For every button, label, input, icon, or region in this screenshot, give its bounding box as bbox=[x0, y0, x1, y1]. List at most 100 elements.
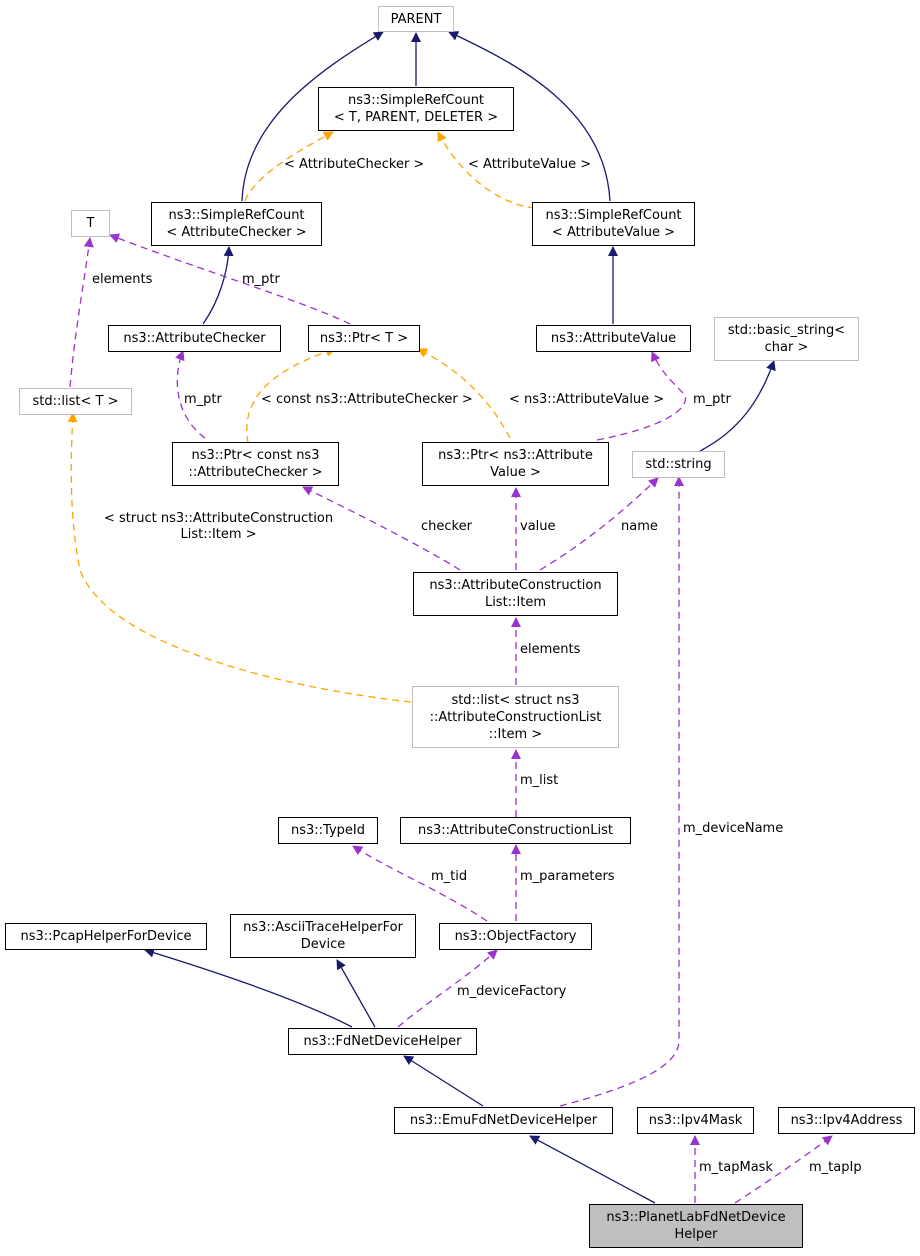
node-line: < AttributeChecker > bbox=[166, 225, 307, 240]
edge-objectfactory-mtid bbox=[352, 845, 488, 922]
edge-label-name: name bbox=[621, 519, 658, 534]
node-ascii-helper[interactable]: ns3::AsciiTraceHelperFor Device bbox=[230, 914, 416, 958]
node-simplerefcount-tpl[interactable]: ns3::SimpleRefCount < T, PARENT, DELETER… bbox=[318, 87, 514, 131]
edge-label-attribute-value-tpl: < AttributeValue > bbox=[468, 157, 592, 172]
node-t: T bbox=[71, 210, 110, 237]
edge-string-to-basicstring bbox=[699, 360, 776, 452]
edge-label-line: List::Item > bbox=[180, 527, 257, 542]
node-attribute-value[interactable]: ns3::AttributeValue bbox=[536, 325, 691, 352]
edge-label-value-tpl: < ns3::AttributeValue > bbox=[509, 392, 665, 407]
edge-fdhelper-mdevicefactory bbox=[397, 949, 498, 1028]
node-std-list-t: std::list< T > bbox=[19, 388, 132, 415]
node-ipv4mask[interactable]: ns3::Ipv4Mask bbox=[637, 1107, 754, 1134]
node-object-factory[interactable]: ns3::ObjectFactory bbox=[439, 923, 592, 950]
node-line: ns3::SimpleRefCount bbox=[545, 208, 682, 223]
node-line: std::basic_string< bbox=[727, 323, 846, 338]
node-emu-helper-label: ns3::EmuFdNetDeviceHelper bbox=[409, 1113, 598, 1128]
edge-planetlab-to-emu bbox=[529, 1135, 656, 1204]
edge-ptrchecker-tpl bbox=[246, 347, 336, 444]
node-parent: PARENT bbox=[378, 6, 454, 32]
node-attribute-checker[interactable]: ns3::AttributeChecker bbox=[108, 325, 281, 352]
node-line: < AttributeValue > bbox=[551, 225, 676, 240]
edge-srcvalue-to-parent bbox=[448, 31, 611, 202]
node-std-list-t-label: std::list< T > bbox=[32, 394, 119, 409]
node-line: std::list< struct ns3 bbox=[451, 692, 580, 708]
node-line: ns3::PlanetLabFdNetDevice bbox=[606, 1210, 786, 1225]
node-ptr-t[interactable]: ns3::Ptr< T > bbox=[308, 325, 420, 352]
node-construction-list-label: ns3::AttributeConstructionList bbox=[418, 823, 613, 838]
edge-label-m-tapip: m_tapIp bbox=[809, 1160, 862, 1175]
edge-planetlab-mtapip bbox=[734, 1135, 833, 1204]
edge-label-m-list: m_list bbox=[520, 773, 559, 788]
edge-label-m-ptr-value: m_ptr bbox=[693, 392, 731, 407]
edge-label-elements-item: elements bbox=[520, 642, 581, 657]
node-line: ns3::Ptr< const ns3 bbox=[191, 448, 320, 463]
node-line: ::Item > bbox=[488, 726, 543, 742]
edge-emu-mdevicename bbox=[559, 476, 684, 1107]
edge-label-m-tid: m_tid bbox=[431, 869, 468, 884]
node-emu-helper[interactable]: ns3::EmuFdNetDeviceHelper bbox=[394, 1107, 613, 1134]
node-std-string: std::string bbox=[632, 451, 725, 478]
edge-label-const-checker-tpl: < const ns3::AttributeChecker > bbox=[261, 392, 473, 407]
node-std-list-item: std::list< struct ns3 ::AttributeConstru… bbox=[412, 686, 619, 748]
node-line: ns3::Ptr< ns3::Attribute bbox=[438, 448, 593, 463]
edge-label-m-devicename: m_deviceName bbox=[683, 821, 784, 836]
node-ptr-checker[interactable]: ns3::Ptr< const ns3 ::AttributeChecker > bbox=[172, 442, 339, 486]
edge-ptrchecker-mptr bbox=[175, 350, 206, 439]
edge-item-name bbox=[539, 477, 659, 571]
node-pcap-helper-label: ns3::PcapHelperForDevice bbox=[20, 929, 192, 944]
node-typeid[interactable]: ns3::TypeId bbox=[278, 817, 378, 844]
edge-ptrvalue-tpl bbox=[417, 348, 511, 439]
node-line: ns3::AttributeConstruction bbox=[429, 578, 602, 593]
node-line: ns3::AsciiTraceHelperFor bbox=[243, 920, 403, 935]
edge-item-checker bbox=[302, 486, 461, 571]
edge-label-elements-t: elements bbox=[92, 272, 153, 287]
node-construction-list[interactable]: ns3::AttributeConstructionList bbox=[400, 817, 631, 844]
edge-ptrt-mptr bbox=[109, 233, 351, 325]
node-line: ::AttributeConstructionList bbox=[429, 709, 602, 725]
node-basic-string: std::basic_string< char > bbox=[714, 317, 859, 361]
edge-label-m-devicefactory: m_deviceFactory bbox=[457, 984, 567, 999]
node-line: Value > bbox=[490, 465, 541, 480]
edge-label-m-ptr-t: m_ptr bbox=[242, 272, 280, 287]
edge-emu-to-fdhelper bbox=[403, 1055, 484, 1107]
node-line: Device bbox=[300, 937, 346, 952]
node-line: ns3::SimpleRefCount bbox=[347, 93, 485, 108]
node-typeid-label: ns3::TypeId bbox=[291, 823, 365, 838]
edge-label-attribute-checker-tpl: < AttributeChecker > bbox=[284, 157, 425, 172]
node-ptr-t-label: ns3::Ptr< T > bbox=[319, 331, 409, 346]
node-ipv4address[interactable]: ns3::Ipv4Address bbox=[778, 1107, 915, 1134]
node-ipv4address-label: ns3::Ipv4Address bbox=[790, 1113, 903, 1128]
edge-label-m-tapmask: m_tapMask bbox=[699, 1160, 773, 1175]
edge-stdlistitem-tpl bbox=[67, 412, 412, 703]
node-line: ::AttributeChecker > bbox=[188, 465, 323, 480]
edge-stdlist-elements bbox=[69, 237, 94, 388]
edge-srcvalue-tpl bbox=[437, 131, 536, 209]
node-fd-helper-label: ns3::FdNetDeviceHelper bbox=[303, 1034, 462, 1049]
node-std-string-label: std::string bbox=[645, 457, 712, 472]
node-fd-helper[interactable]: ns3::FdNetDeviceHelper bbox=[288, 1028, 477, 1055]
edge-label-m-parameters: m_parameters bbox=[520, 869, 615, 884]
node-line: < T, PARENT, DELETER > bbox=[333, 110, 499, 125]
node-planetlab-helper: ns3::PlanetLabFdNetDevice Helper bbox=[589, 1204, 803, 1248]
node-simplerefcount-value[interactable]: ns3::SimpleRefCount < AttributeValue > bbox=[532, 202, 695, 246]
node-line: ns3::SimpleRefCount bbox=[168, 208, 305, 223]
edge-srcchecker-tpl bbox=[244, 131, 334, 202]
edge-label-value: value bbox=[520, 519, 556, 534]
node-attribute-value-label: ns3::AttributeValue bbox=[550, 331, 677, 346]
edge-label-line: < struct ns3::AttributeConstruction bbox=[104, 511, 334, 526]
node-object-factory-label: ns3::ObjectFactory bbox=[454, 929, 577, 944]
edge-label-m-ptr-checker: m_ptr bbox=[184, 392, 222, 407]
node-pcap-helper[interactable]: ns3::PcapHelperForDevice bbox=[5, 923, 207, 950]
node-ipv4mask-label: ns3::Ipv4Mask bbox=[648, 1113, 743, 1128]
node-attribute-checker-label: ns3::AttributeChecker bbox=[123, 331, 266, 346]
edge-fdhelper-to-ascii bbox=[336, 959, 376, 1028]
node-t-label: T bbox=[86, 216, 95, 231]
node-simplerefcount-checker[interactable]: ns3::SimpleRefCount < AttributeChecker > bbox=[151, 202, 322, 246]
node-construction-item[interactable]: ns3::AttributeConstruction List::Item bbox=[413, 572, 618, 616]
node-ptr-value[interactable]: ns3::Ptr< ns3::Attribute Value > bbox=[422, 442, 609, 486]
node-line: char > bbox=[764, 340, 809, 355]
edge-label-struct-item-tpl: < struct ns3::AttributeConstruction List… bbox=[104, 511, 333, 543]
edge-checker-to-srcchecker bbox=[202, 246, 234, 325]
